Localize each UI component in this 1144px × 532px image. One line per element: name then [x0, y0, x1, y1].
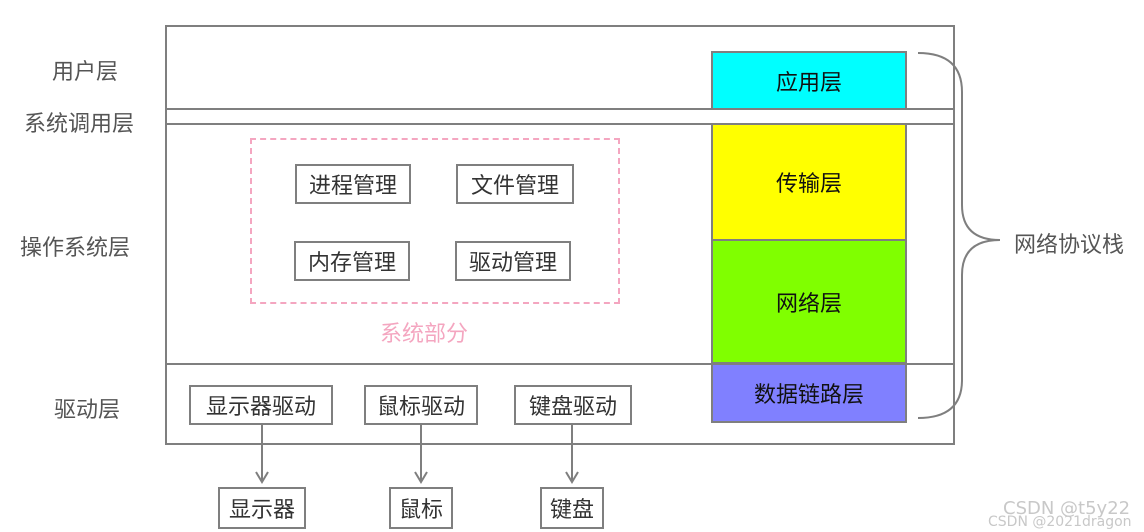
syscall-line-top [165, 108, 955, 110]
driver-management-box: 驱动管理 [455, 241, 571, 281]
syscall-line-bottom [165, 123, 955, 125]
network-stack-brace [917, 52, 1001, 419]
data-link-layer-box: 数据链路层 [711, 363, 907, 423]
keyboard-driver-box: 键盘驱动 [514, 385, 632, 425]
layer-label-os: 操作系统层 [20, 236, 131, 261]
mouse-driver-box: 鼠标驱动 [364, 385, 478, 425]
layer-label-driver: 驱动层 [54, 398, 121, 423]
system-part-label: 系统部分 [380, 322, 469, 347]
mouse-device-box: 鼠标 [389, 487, 453, 529]
watermark-top: CSDN @t5y22 [1003, 498, 1131, 519]
keyboard-device-box: 键盘 [540, 487, 604, 529]
driver-divider [165, 363, 955, 365]
main-frame [165, 25, 955, 445]
application-layer-box: 应用层 [711, 51, 907, 110]
display-driver-box: 显示器驱动 [189, 385, 333, 425]
layer-label-syscall: 系统调用层 [24, 112, 135, 137]
file-management-box: 文件管理 [456, 164, 574, 204]
display-device-box: 显示器 [218, 487, 306, 529]
memory-management-box: 内存管理 [294, 241, 410, 281]
transport-layer-box: 传输层 [711, 123, 907, 241]
watermark-bottom: CSDN @2021dragon [988, 514, 1132, 530]
network-stack-label: 网络协议栈 [1014, 233, 1125, 258]
process-management-box: 进程管理 [295, 164, 411, 204]
arrow-keyboard-head [565, 471, 579, 484]
network-layer-box: 网络层 [711, 239, 907, 364]
system-part-group [250, 138, 620, 304]
layer-label-user: 用户层 [52, 60, 119, 85]
arrow-display-head [255, 471, 269, 484]
arrow-mouse-head [414, 471, 428, 484]
